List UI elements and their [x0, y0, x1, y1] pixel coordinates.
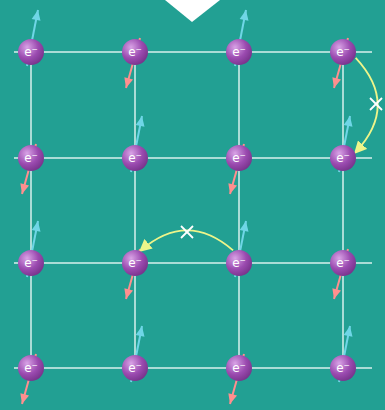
electron-sphere: e⁻	[226, 145, 252, 171]
spin-arrowhead	[240, 10, 249, 21]
spin-arrowhead	[228, 393, 237, 404]
electron-sphere: e⁻	[18, 355, 44, 381]
spin-arrowhead	[332, 77, 341, 88]
electron-sphere: e⁻	[18, 250, 44, 276]
electron-sphere: e⁻	[122, 145, 148, 171]
electron-label: e⁻	[128, 257, 142, 269]
electron-sphere: e⁻	[226, 39, 252, 65]
hopping-arrow	[141, 230, 233, 250]
electron-label: e⁻	[128, 152, 142, 164]
spin-arrows	[20, 10, 352, 404]
electron-label: e⁻	[24, 362, 38, 374]
electron-sphere: e⁻	[226, 355, 252, 381]
electron-sphere: e⁻	[18, 39, 44, 65]
spin-arrowhead	[32, 221, 41, 232]
spin-arrowhead	[32, 10, 41, 21]
spin-arrowhead	[136, 116, 145, 127]
electron-label: e⁻	[336, 46, 350, 58]
electron-sphere: e⁻	[122, 355, 148, 381]
electron-label: e⁻	[24, 46, 38, 58]
electron-label: e⁻	[232, 257, 246, 269]
spin-arrowhead	[124, 288, 133, 299]
spin-arrowhead	[20, 393, 29, 404]
spin-arrowhead	[228, 183, 237, 194]
spin-arrowhead	[344, 116, 353, 127]
electron-label: e⁻	[336, 362, 350, 374]
spin-arrowhead	[344, 326, 353, 337]
electron-label: e⁻	[128, 362, 142, 374]
spin-arrowhead	[240, 221, 249, 232]
spin-arrowhead	[136, 326, 145, 337]
forbidden-mark	[181, 98, 382, 238]
electron-label: e⁻	[232, 46, 246, 58]
pointer-triangle	[165, 0, 220, 22]
electron-label: e⁻	[24, 257, 38, 269]
electron-sphere: e⁻	[330, 39, 356, 65]
spin-arrowhead	[332, 288, 341, 299]
electron-sphere: e⁻	[122, 250, 148, 276]
electron-label: e⁻	[336, 257, 350, 269]
electron-label: e⁻	[128, 46, 142, 58]
electron-label: e⁻	[336, 152, 350, 164]
electron-label: e⁻	[232, 152, 246, 164]
electron-sphere: e⁻	[330, 250, 356, 276]
spin-arrowhead	[124, 77, 133, 88]
electron-sphere: e⁻	[330, 145, 356, 171]
electron-sphere: e⁻	[330, 355, 356, 381]
electron-label: e⁻	[232, 362, 246, 374]
electron-sphere: e⁻	[122, 39, 148, 65]
electron-sphere: e⁻	[18, 145, 44, 171]
lattice-lines	[14, 52, 372, 372]
electron-sphere: e⁻	[226, 250, 252, 276]
spin-arrowhead	[20, 183, 29, 194]
electron-label: e⁻	[24, 152, 38, 164]
